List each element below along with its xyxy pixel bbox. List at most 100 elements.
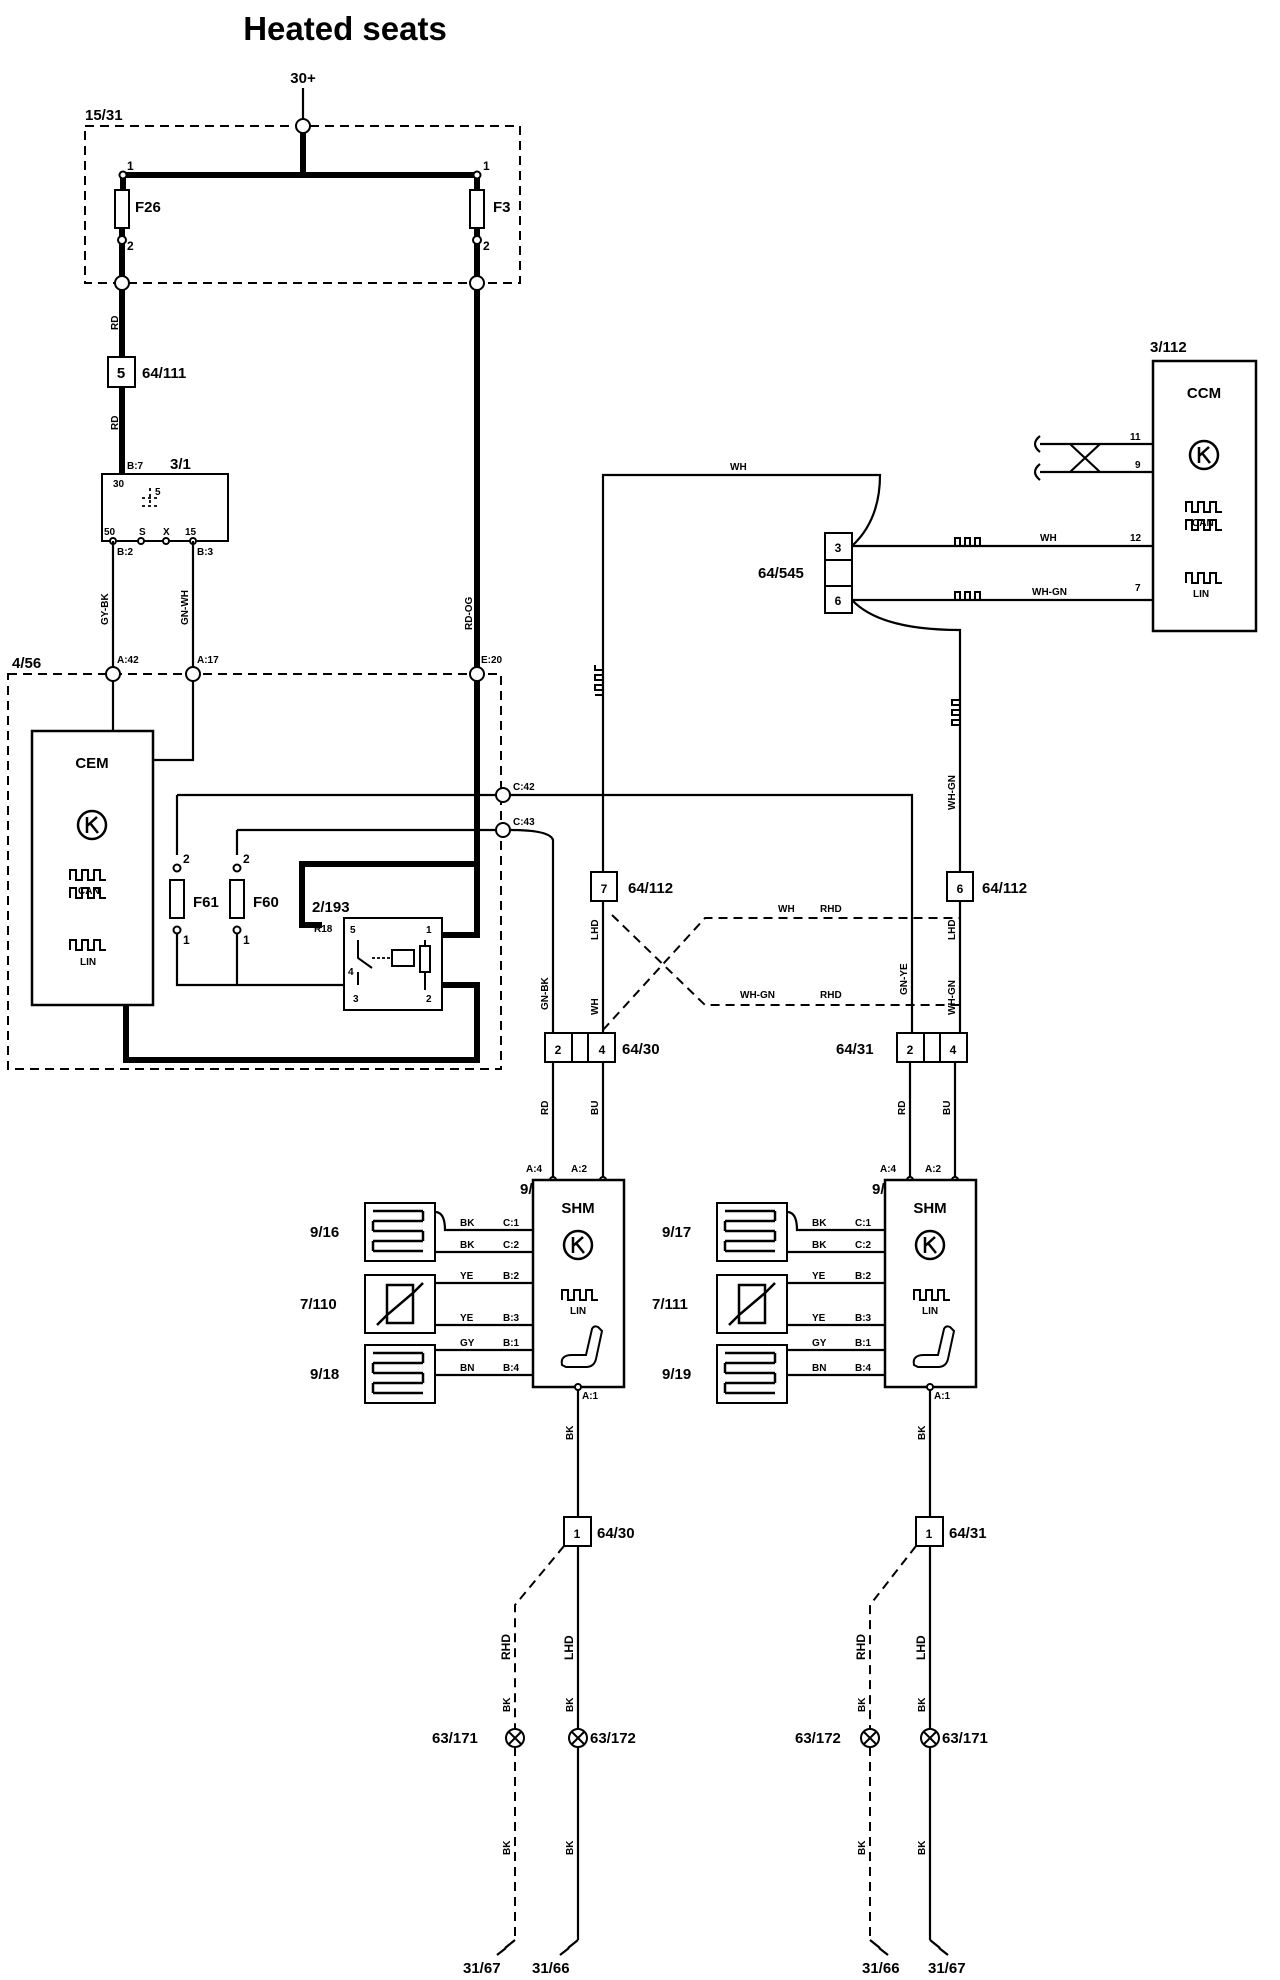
label-pins-ign-5: 5 — [155, 487, 161, 498]
label-components-ignition_switch: 3/1 — [170, 456, 191, 473]
connector-64-112-right: 6 64/112 — [946, 871, 1027, 902]
label-pins-conn_pins-1: 2 — [555, 1043, 562, 1057]
label-grounds-left_terminals-0: 31/67 — [463, 1960, 501, 1977]
label-seat_elements-right-1: 7/111 — [652, 1296, 688, 1313]
seat-element-right-1: 9/17 — [662, 1201, 789, 1263]
fuse-f3-label: F3 — [493, 199, 511, 216]
label-grounds-right-0: 63/172 — [795, 1730, 841, 1747]
label-components-shm: SHM — [561, 1200, 594, 1217]
svg-text:2: 2 — [127, 239, 134, 253]
connector-64-545: 3 6 64/545 — [758, 532, 853, 614]
label-pins-ign_conn-1: B:2 — [117, 547, 134, 558]
label-pins-cem_conn-2: E:20 — [481, 655, 503, 666]
seat-element-right-3: 9/19 — [662, 1343, 789, 1405]
connector-64-112-left: 7 64/112 — [590, 871, 673, 902]
label-components-lin: LIN — [80, 957, 96, 968]
label-wire_colors-9: BK — [812, 1240, 827, 1251]
ground-left-2 — [568, 1728, 588, 1748]
label-wire_colors-5: WH-GN — [1032, 587, 1067, 598]
label-wire_colors-4: WH — [730, 462, 747, 473]
label-pins-conn_pins-4: 5 — [117, 365, 125, 382]
label-components-fuse_f60: F60 — [253, 894, 279, 911]
label-variants-1: RHD — [499, 1634, 513, 1660]
label-connectors-c64_31: 64/31 — [949, 1525, 987, 1542]
label-wire_colors-0: RD — [540, 1101, 551, 1115]
fuse-box: 15/31 1 2 F26 1 2 F3 — [84, 88, 521, 291]
label-wire_colors-9: BK — [565, 1840, 576, 1855]
label-pins-conn_pins-2: 3 — [353, 994, 359, 1005]
label-wire_colors-10: YE — [812, 1271, 826, 1282]
label-grounds-left-1: 63/172 — [590, 1730, 636, 1747]
label-seat_elements-left-2: 9/18 — [310, 1366, 339, 1383]
connector-64-30-ground: 1 64/30 — [563, 1516, 635, 1547]
cem-module: 4/56 A:42 A:17 E:20 CEM CAN LIN — [7, 655, 503, 1070]
label-components-can: CAN — [1192, 518, 1214, 529]
label-pins-ign-0: 30 — [113, 479, 125, 490]
label-pins-ign-4: 15 — [185, 527, 197, 538]
ccm-lin-icon — [1185, 572, 1223, 584]
label-wire_colors-4: WH — [778, 904, 795, 915]
label-wire_colors-9: BK — [857, 1840, 868, 1855]
label-pins-shm_conn-2: A:1 — [582, 1391, 599, 1402]
label-connectors-c64_30: 64/30 — [622, 1041, 660, 1058]
cem-label: CEM — [75, 755, 108, 772]
label-pins-conn_pins-5: 6 — [835, 594, 842, 608]
connector-64-111: 5 64/111 — [107, 356, 186, 388]
label-grounds-right_terminals-0: 31/66 — [862, 1960, 900, 1977]
svg-text:2: 2 — [483, 239, 490, 253]
connector-64-30: 2 4 64/30 — [544, 1032, 660, 1063]
label-pins-conn_pins-0: 1 — [183, 933, 190, 947]
fuse-f26: 1 2 F26 — [114, 159, 161, 280]
shm-left: 9/12 A:4 A:2 SHM LIN A:1 — [520, 1164, 626, 1402]
label-wire_colors-9: BK — [502, 1840, 513, 1855]
label-pins-shm_conn-8: B:4 — [855, 1363, 872, 1374]
label-pins-ccm_pins-1: 9 — [1135, 460, 1141, 471]
label-pins-shm_conn-2: A:1 — [934, 1391, 951, 1402]
svg-text:1: 1 — [483, 159, 490, 173]
label-components-can: CAN — [78, 886, 100, 897]
fuse-f26-label: F26 — [135, 199, 161, 216]
label-variants-0: LHD — [914, 1635, 928, 1660]
label-pins-cem_conn-4: C:43 — [513, 817, 535, 828]
label-pins-conn_pins-3: 4 — [599, 1043, 606, 1057]
label-pins-shm_conn-0: A:4 — [526, 1164, 543, 1175]
label-variants-0: LHD — [947, 919, 958, 940]
label-wire_colors-9: BK — [565, 1697, 576, 1712]
label-pins-shm_conn-5: B:2 — [503, 1271, 520, 1282]
label-variants-1: RHD — [854, 1634, 868, 1660]
label-pins-ign-1: 50 — [104, 527, 116, 538]
label-pins-conn_pins-0: 1 — [574, 1527, 581, 1541]
label-wire_colors-5: WH-GN — [740, 990, 775, 1001]
label-wire_colors-9: BK — [460, 1218, 475, 1229]
label-pins-ccm_pins-2: 12 — [1130, 533, 1142, 544]
label-variants-0: LHD — [562, 1635, 576, 1660]
label-pins-conn_pins-1: 2 — [426, 994, 432, 1005]
label-wire_colors-9: BK — [565, 1425, 576, 1440]
label-pins-conn_pins-4: 5 — [350, 925, 356, 936]
label-components-lin: LIN — [1193, 589, 1209, 600]
label-wire_colors-11: GY — [812, 1338, 827, 1349]
label-pins-cem_conn-1: A:17 — [197, 655, 219, 666]
label-pins-ccm_pins-3: 7 — [1135, 583, 1141, 594]
label-pins-conn_pins-3: 4 — [950, 1043, 957, 1057]
ccm-module: 3/112 CCM CAN LIN 11 9 12 7 — [1130, 339, 1258, 633]
label-wire_colors-6: GN-BK — [540, 976, 551, 1010]
wire-rd-og: RD-OG — [464, 596, 475, 630]
connector-64-31: 2 4 64/31 — [836, 1032, 968, 1063]
label-pins-shm_conn-7: B:1 — [855, 1338, 872, 1349]
label-grounds-right_terminals-1: 31/67 — [928, 1960, 966, 1977]
ground-left-1 — [505, 1728, 525, 1748]
label-wire_colors-9: BK — [917, 1425, 928, 1440]
label-pins-shm_conn-7: B:1 — [503, 1338, 520, 1349]
label-components-lin: LIN — [922, 1306, 938, 1317]
label-components-fuse_f61: F61 — [193, 894, 219, 911]
fuse-f3: 1 2 F3 — [469, 159, 511, 280]
seat-element-left-3: 9/18 — [310, 1343, 437, 1405]
fuse-f60: 2 1 F60 — [229, 852, 279, 947]
label-wire_colors-9: BK — [502, 1697, 513, 1712]
relay-2-193: 2/193 R18 5 1 4 3 2 — [312, 899, 443, 1011]
label-wire_colors-9: BK — [812, 1218, 827, 1229]
label-pins-cem_conn-0: A:42 — [117, 655, 139, 666]
label-variants-1: RHD — [820, 990, 842, 1001]
